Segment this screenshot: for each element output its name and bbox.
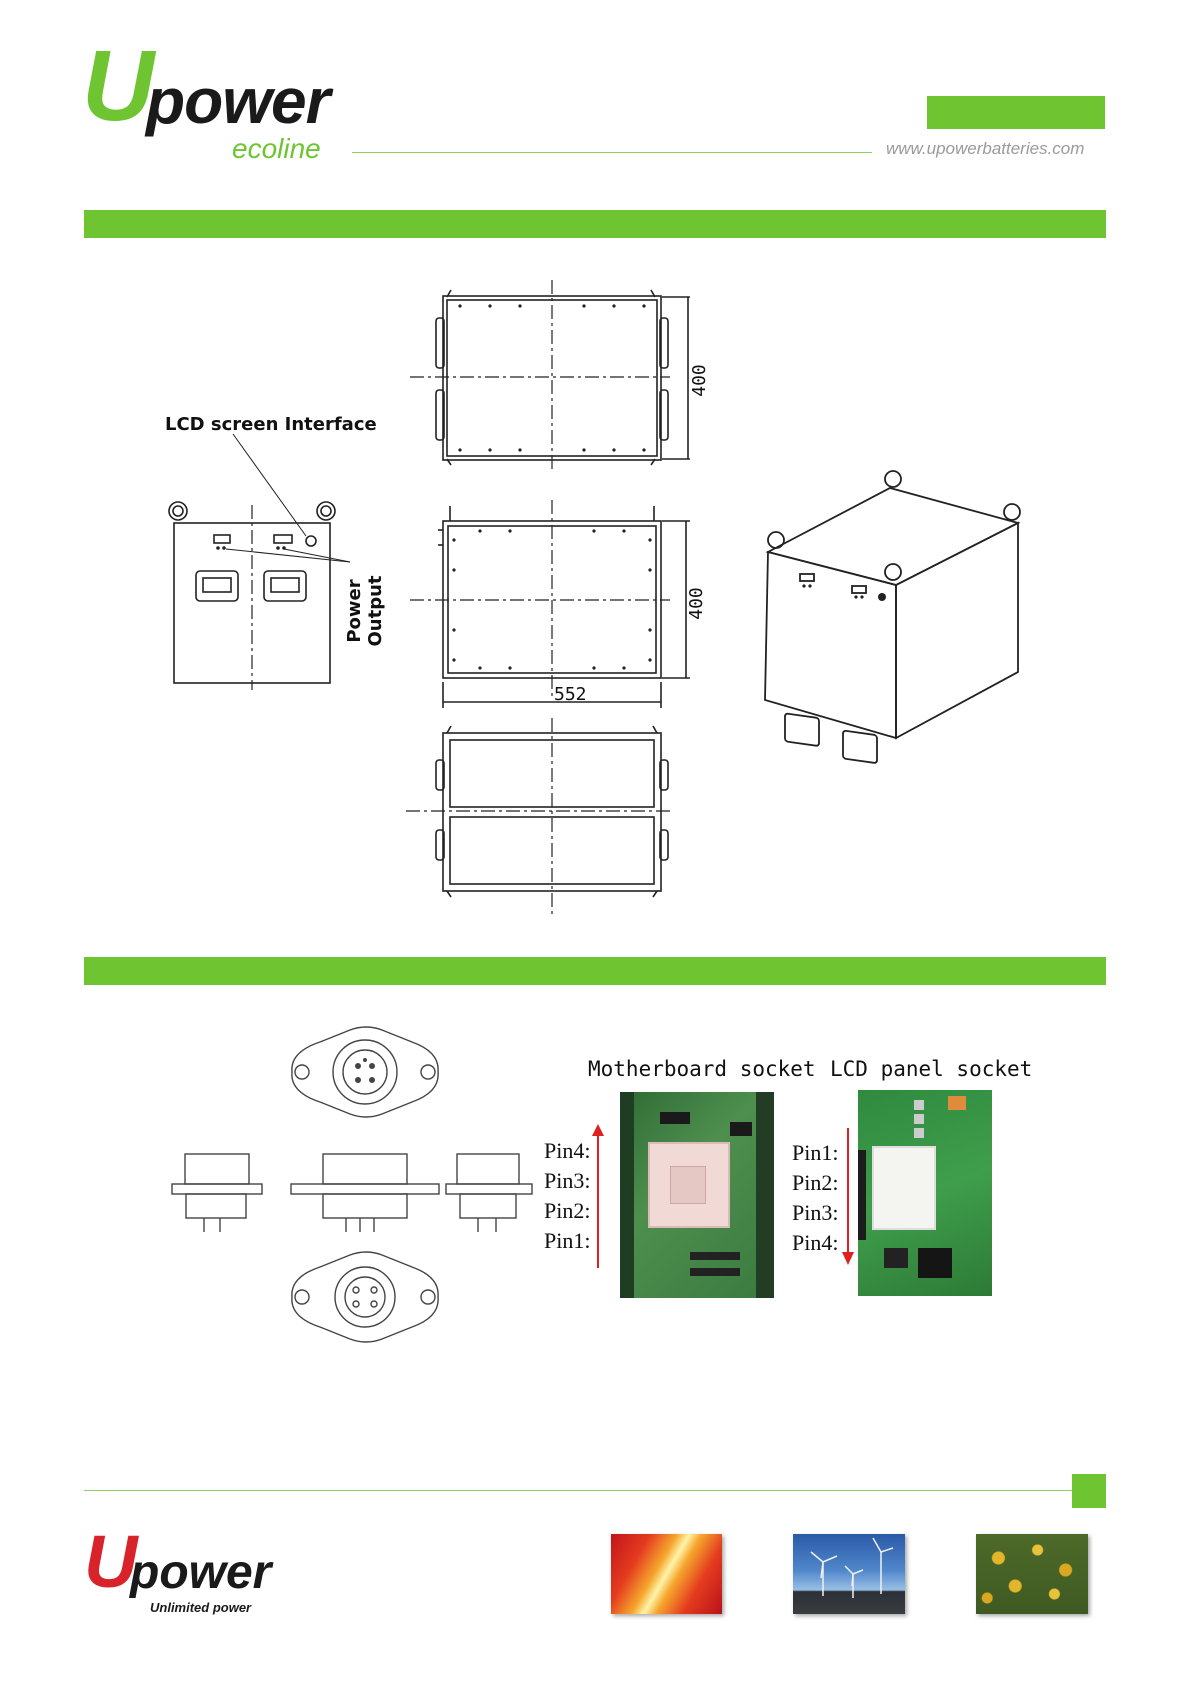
lcd-pin: Pin4: [792,1228,838,1258]
footer-rule [84,1490,1074,1491]
dimension-height-front: 400 [686,587,707,620]
footer-accent-block [1072,1474,1106,1508]
logo-subtitle: ecoline [232,134,321,164]
dimension-height-top: 400 [689,364,710,397]
motherboard-pin: Pin2: [544,1196,590,1226]
motherboard-socket-label: Motherboard socket [588,1057,816,1081]
logo-power: power [146,66,329,136]
logo-u: U [82,36,154,136]
dimension-width: 552 [554,684,587,705]
lcd-pin: Pin3: [792,1198,838,1228]
website-url[interactable]: www.upowerbatteries.com [886,139,1084,159]
motherboard-pin: Pin4: [544,1136,590,1166]
lcd-panel-socket-photo [858,1090,992,1296]
lcd-screen-label: LCD screen Interface [165,414,377,435]
motherboard-socket-photo [620,1092,774,1298]
footer-logo-power: power [130,1546,271,1600]
footer-image-sunflowers [976,1534,1088,1614]
footer-image-wind-turbines [793,1534,905,1614]
header-accent-block [927,96,1105,129]
header-rule [352,152,872,153]
section-bar-dimensions [84,210,1106,238]
section-bar-connectors [84,957,1106,985]
lcd-pin: Pin2: [792,1168,838,1198]
power-output-label: Power Output [344,546,386,676]
footer-tagline: Unlimited power [150,1600,251,1615]
lcd-pin: Pin1: [792,1138,838,1168]
footer-image-fire [611,1534,722,1614]
lcd-panel-socket-label: LCD panel socket [830,1057,1032,1081]
motherboard-pin: Pin3: [544,1166,590,1196]
motherboard-pin: Pin1: [544,1226,590,1256]
